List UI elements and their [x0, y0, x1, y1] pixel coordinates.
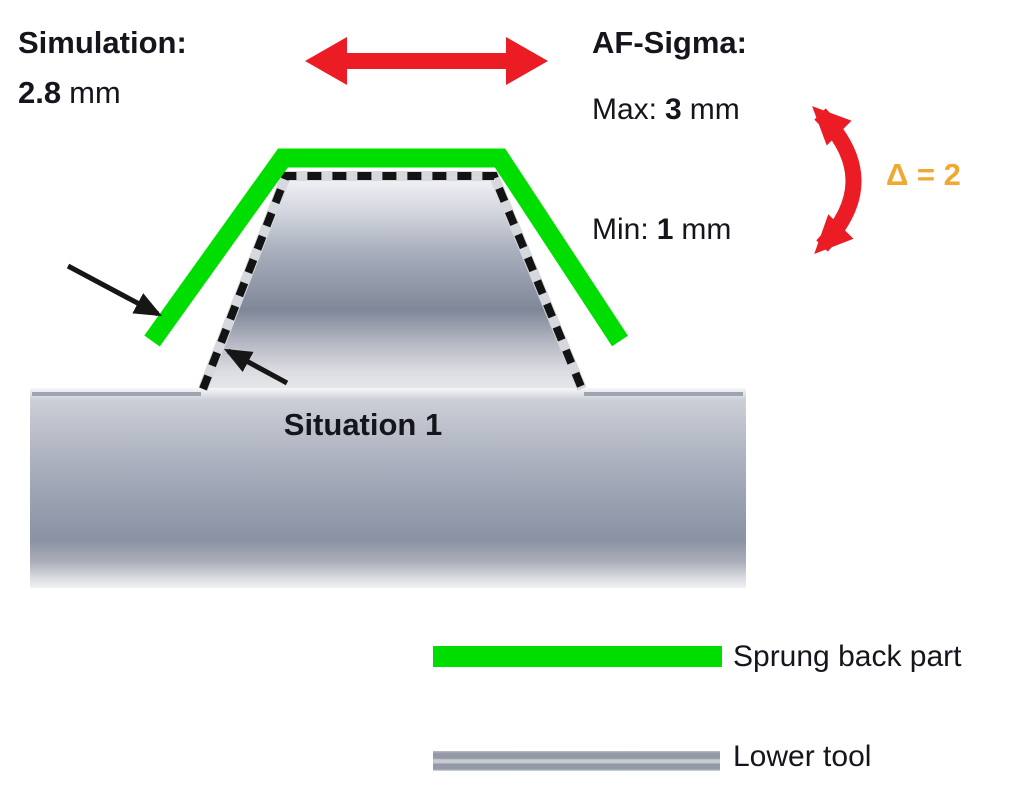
legend-lower-tool-label: Lower tool: [733, 740, 872, 773]
min-label: Min:: [592, 213, 649, 246]
horizontal-double-arrow: [305, 37, 548, 85]
af-sigma-title: AF-Sigma:: [592, 25, 747, 60]
tool-contour-dashed: [199, 172, 586, 391]
gap-dimension-arrow-lower: [223, 348, 289, 386]
max-label: Max:: [592, 93, 658, 126]
situation-label: Situation 1: [283, 407, 443, 442]
sprung-back-part-line: [144, 148, 628, 347]
lower-tool-punch: [204, 178, 578, 388]
max-value: 3: [665, 93, 682, 126]
legend-sprung-back-label: Sprung back part: [733, 640, 962, 673]
max-unit: mm: [689, 93, 740, 126]
simulation-unit: mm: [69, 75, 121, 110]
gap-dimension-arrow-upper: [66, 263, 163, 317]
delta-label: Δ = 2: [886, 157, 961, 192]
simulation-value: 2.8: [18, 75, 62, 110]
legend-lower-tool-swatch: [433, 751, 720, 771]
min-value: 1: [656, 213, 674, 246]
curved-double-arrow: [812, 106, 862, 255]
legend-sprung-back-swatch: [433, 646, 722, 667]
lower-tool-base: [30, 388, 746, 588]
min-unit: mm: [681, 213, 732, 246]
simulation-label: Simulation:: [18, 25, 187, 60]
